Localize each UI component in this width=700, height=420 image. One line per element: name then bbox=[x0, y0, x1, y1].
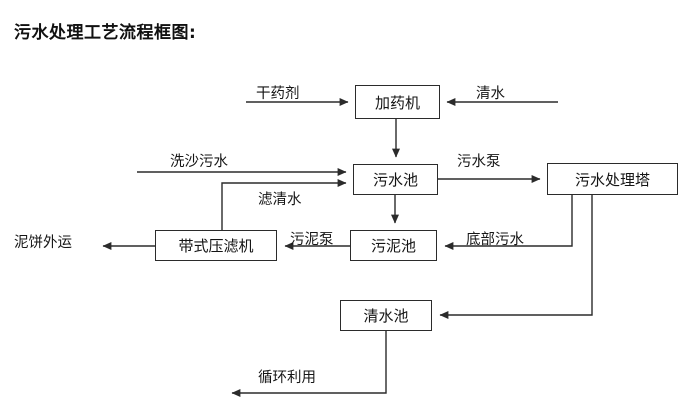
node-wastewater-pool: 污水池 bbox=[353, 164, 438, 195]
label-sand-wash-wastewater: 洗沙污水 bbox=[170, 154, 228, 170]
label-mud-cake-transport: 泥饼外运 bbox=[14, 235, 72, 251]
label-bottom-wastewater: 底部污水 bbox=[466, 232, 524, 248]
page-title: 污水处理工艺流程框图: bbox=[14, 23, 197, 43]
node-clear-water-pool: 清水池 bbox=[340, 300, 432, 331]
edge-tower-to-sludge-pool bbox=[444, 195, 573, 250]
edge-tower-to-clear-water-pool bbox=[439, 195, 593, 319]
node-sludge-pool: 污泥池 bbox=[350, 230, 437, 261]
label-wastewater-pump: 污水泵 bbox=[457, 154, 501, 170]
node-treatment-tower: 污水处理塔 bbox=[547, 163, 678, 195]
edge-clear-water-pool-to-recycle bbox=[231, 331, 387, 397]
node-dosing-machine: 加药机 bbox=[355, 85, 440, 119]
label-sludge-pump: 污泥泵 bbox=[290, 232, 334, 248]
node-belt-filter-press: 带式压滤机 bbox=[155, 230, 277, 261]
label-dry-chemical: 干药剂 bbox=[256, 86, 300, 102]
edge-filtered-water-to-wastewater-pool bbox=[221, 179, 347, 230]
label-filtered-clear-water: 滤清水 bbox=[258, 192, 302, 208]
label-clean-water-in: 清水 bbox=[476, 86, 505, 102]
label-recycle-reuse: 循环利用 bbox=[258, 370, 316, 386]
